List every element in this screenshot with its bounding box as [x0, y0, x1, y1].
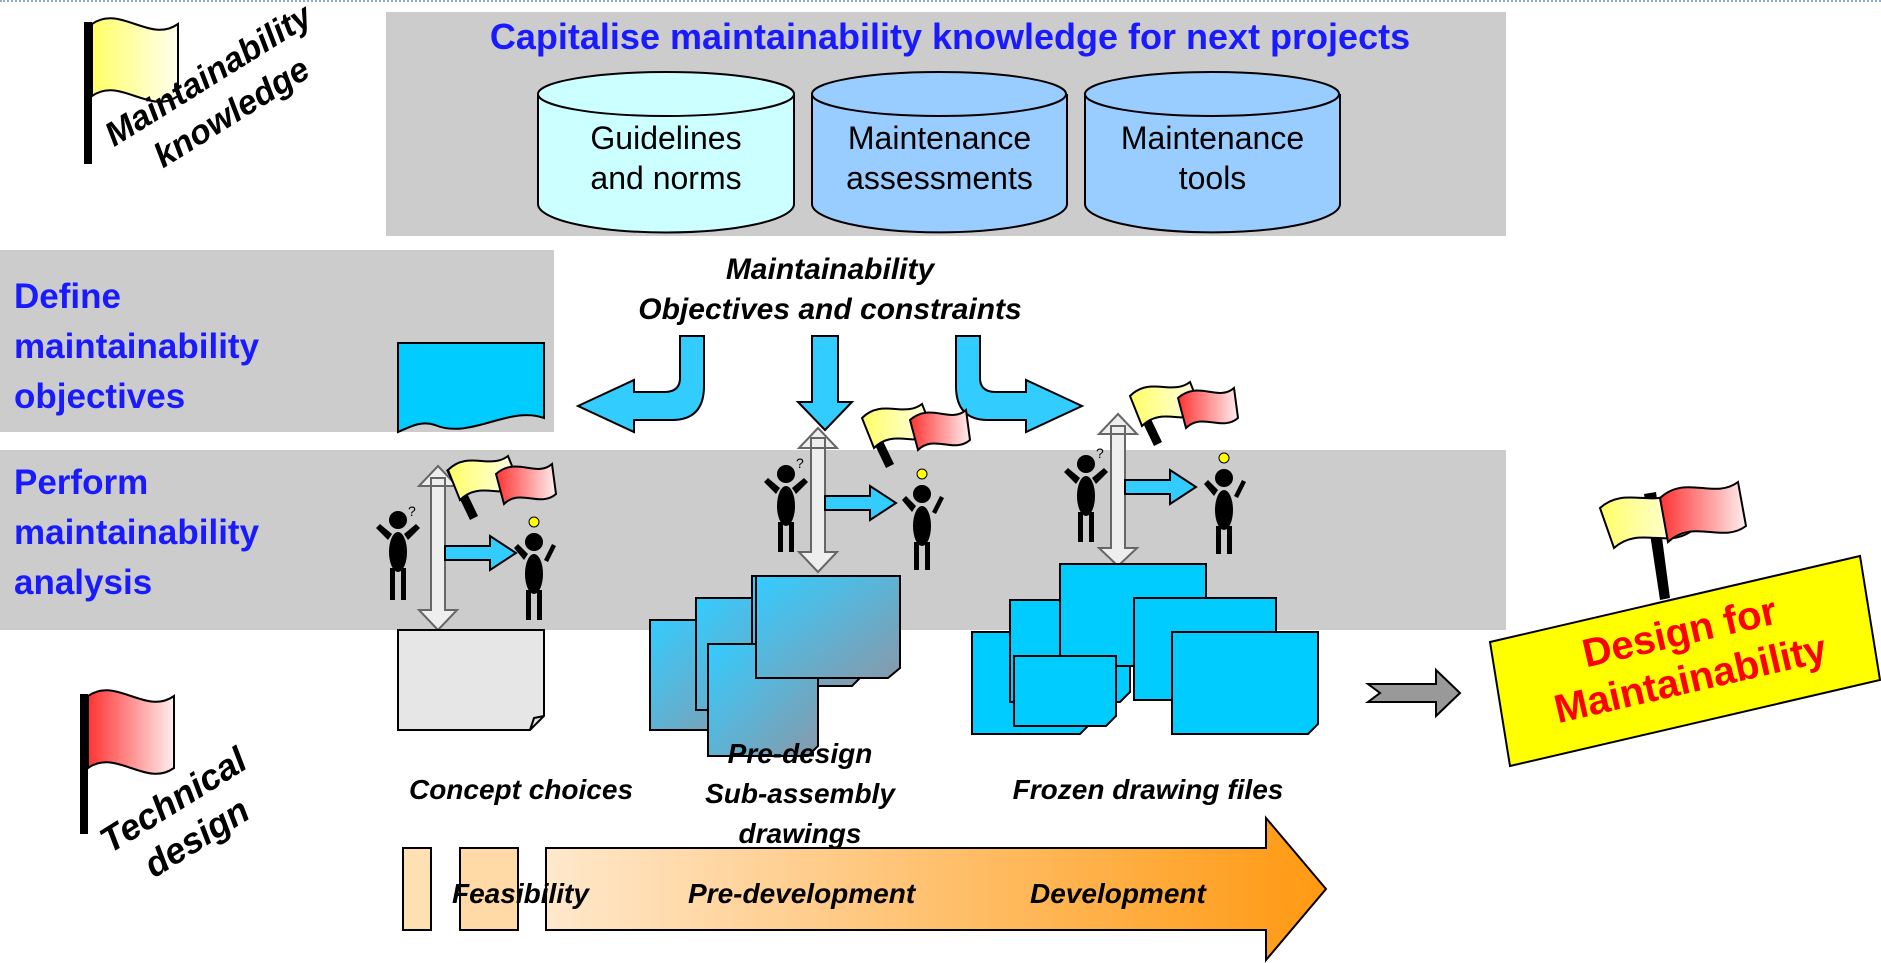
objectives-arrow-down: [795, 335, 855, 432]
database-guidelines: [537, 71, 795, 234]
analysis-cluster-frozen: ?: [971, 380, 1319, 735]
frozen-drawings-label: Frozen drawing files: [1012, 774, 1284, 805]
database-guidelines-line2: and norms: [590, 160, 742, 196]
phase-predevelopment: Pre-development: [688, 878, 916, 909]
result-badge: [1488, 480, 1881, 768]
objectives-label: Maintainability Objectives and constrain…: [560, 250, 1100, 330]
predesign-line2: Sub-assembly: [705, 778, 895, 809]
knowledge-title: Capitalise maintainability knowledge for…: [489, 16, 1411, 57]
perform-line3: analysis: [14, 563, 153, 602]
technical-flag-icon: [80, 689, 175, 834]
concept-choices-label: Concept choices: [408, 774, 634, 805]
result-arrow: [1365, 667, 1462, 719]
objectives-document-icon: [397, 342, 545, 434]
maintainability-flag-icon: [84, 17, 179, 164]
predesign-line3: drawings: [738, 818, 862, 849]
svg-text:?: ?: [408, 503, 416, 519]
define-line3: objectives: [14, 377, 186, 416]
perform-line1: Perform: [14, 463, 149, 502]
phase-feasibility: Feasibility: [452, 878, 589, 909]
database-tools-line1: Maintenance: [1120, 120, 1305, 156]
analysis-cluster-concept: ?: [376, 454, 558, 731]
database-tools-line2: tools: [1178, 160, 1247, 196]
perform-band-label: Perform maintainability analysis: [14, 458, 259, 608]
database-tools-label: Maintenance tools: [1085, 118, 1340, 198]
database-assessments-line1: Maintenance: [847, 120, 1032, 156]
database-assessments-line2: assessments: [846, 160, 1033, 196]
objectives-line1: Maintainability: [725, 253, 935, 286]
objectives-line2: Objectives and constraints: [638, 293, 1022, 326]
phase-development: Development: [1030, 878, 1206, 909]
svg-text:?: ?: [796, 455, 804, 471]
predesign-label: Pre-design Sub-assembly drawings: [680, 734, 920, 854]
analysis-cluster-predesign: ?: [649, 402, 972, 757]
phase-bar: [402, 815, 1328, 963]
database-assessments-label: Maintenance assessments: [812, 118, 1067, 198]
objectives-arrow-left: [575, 335, 705, 434]
database-guidelines-label: Guidelines and norms: [538, 118, 794, 198]
top-border: [0, 0, 1881, 2]
perform-line2: maintainability: [14, 513, 260, 552]
objectives-arrow-right: [955, 335, 1085, 434]
define-line1: Define: [14, 277, 121, 316]
database-tools: [1084, 71, 1341, 234]
database-assessments: [811, 71, 1068, 234]
define-line2: maintainability: [14, 327, 260, 366]
database-guidelines-line1: Guidelines: [590, 120, 742, 156]
svg-text:?: ?: [1096, 445, 1104, 461]
define-band-label: Define maintainability objectives: [14, 272, 259, 422]
predesign-line1: Pre-design: [727, 738, 873, 769]
